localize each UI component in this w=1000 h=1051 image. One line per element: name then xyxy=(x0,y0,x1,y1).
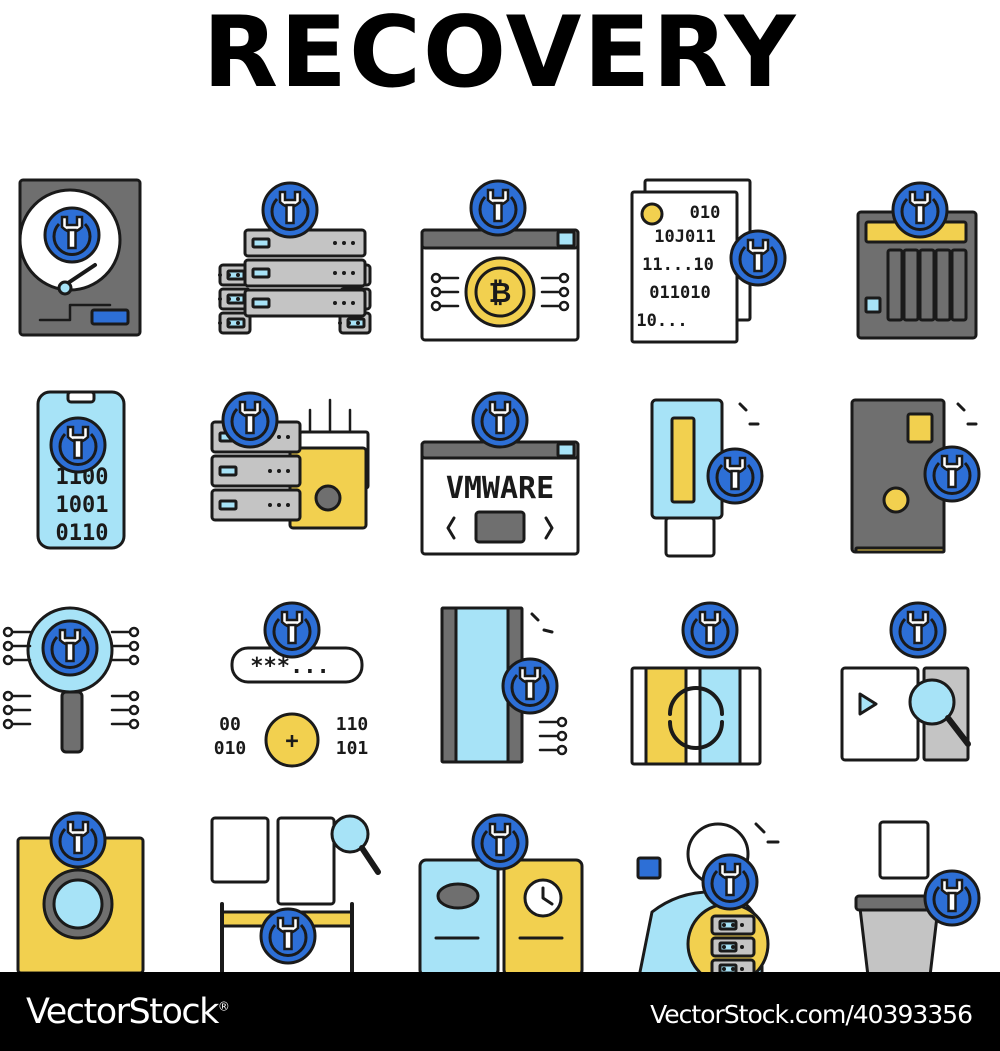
footer-brand: VectorStock® xyxy=(26,992,230,1032)
recovery-wrench-badge-icon xyxy=(261,181,319,239)
media-file-search-recovery-icon xyxy=(840,601,971,762)
recovery-wrench-badge-icon xyxy=(889,601,947,659)
recovery-wrench-badge-icon xyxy=(259,907,317,965)
recovery-wrench-badge-icon xyxy=(49,416,107,474)
svg-text:10J011: 10J011 xyxy=(654,227,715,247)
right-binary-bits: 110 xyxy=(336,714,369,735)
recovery-wrench-badge-icon xyxy=(891,181,949,239)
svg-text:₿: ₿ xyxy=(489,276,512,309)
nas-storage-recovery-icon xyxy=(856,181,978,340)
technician-recovery-icon xyxy=(636,822,780,975)
usb-flash-drive-recovery-icon xyxy=(650,398,764,558)
footer-brand-text: VectorStock xyxy=(26,992,219,1032)
recovery-wrench-badge-icon xyxy=(701,853,759,911)
recovery-wrench-badge-icon xyxy=(729,229,787,287)
right-binary-bits: 101 xyxy=(336,738,369,759)
smartphone-binary-line: 0110 xyxy=(56,521,109,546)
vmware-recovery-icon: VMWARE xyxy=(420,391,580,556)
bitcoin-wallet-recovery-icon: ₿ xyxy=(420,179,580,342)
recovery-wrench-badge-icon xyxy=(471,813,529,871)
recovery-wrench-badge-icon xyxy=(49,811,107,869)
recovery-wrench-badge-icon xyxy=(706,447,764,505)
recovery-wrench-badge-icon xyxy=(41,619,99,677)
trash-file-recovery-icon xyxy=(854,820,981,975)
recovery-wrench-badge-icon xyxy=(263,601,321,659)
footer-bar: VectorStock® VectorStock.com/40393356 xyxy=(0,972,1000,1051)
optical-disk-recovery-icon xyxy=(16,811,145,975)
server-folder-recovery-icon xyxy=(210,391,370,530)
video-film-recovery-icon xyxy=(440,606,568,764)
search-circuit-recovery-icon xyxy=(2,606,140,754)
recovery-wrench-badge-icon xyxy=(221,391,279,449)
footer-image-id: VectorStock.com/40393356 xyxy=(650,1000,973,1029)
ssd-drive-recovery-icon xyxy=(850,398,981,554)
svg-text:11...10: 11...10 xyxy=(642,255,714,275)
recovery-wrench-badge-icon xyxy=(43,206,101,264)
icon-grid: ₿01010J01111...1001101010...110010010110… xyxy=(2,178,981,975)
recovery-wrench-badge-icon xyxy=(501,657,559,715)
svg-text:010: 010 xyxy=(690,203,721,223)
left-binary-bits: 010 xyxy=(214,738,247,759)
server-rack-recovery-icon xyxy=(218,181,372,335)
footer-brand-mark: ® xyxy=(217,999,230,1014)
forensic-documents-recovery-icon xyxy=(210,814,381,975)
vmware-label: VMWARE xyxy=(446,471,554,506)
recovery-wrench-badge-icon xyxy=(923,445,981,503)
recovery-wrench-badge-icon xyxy=(681,601,739,659)
svg-text:011010: 011010 xyxy=(649,283,710,303)
recovery-wrench-badge-icon xyxy=(469,179,527,237)
recovery-wrench-badge-icon xyxy=(471,391,529,449)
smartphone-binary-line: 1001 xyxy=(56,493,109,518)
recovery-wrench-badge-icon xyxy=(923,869,981,927)
database-backup-recovery-icon xyxy=(418,813,584,975)
svg-text:+: + xyxy=(285,729,298,754)
left-binary-bits: 00 xyxy=(219,714,241,735)
film-sync-recovery-icon xyxy=(630,601,762,766)
page-title: RECOVERY xyxy=(202,0,798,110)
corrupted-binary-file-recovery-icon: 010 10J011 11...10 011010 10... xyxy=(630,178,787,344)
hard-disk-recovery-icon xyxy=(18,178,142,337)
svg-text:10...: 10... xyxy=(636,311,687,331)
